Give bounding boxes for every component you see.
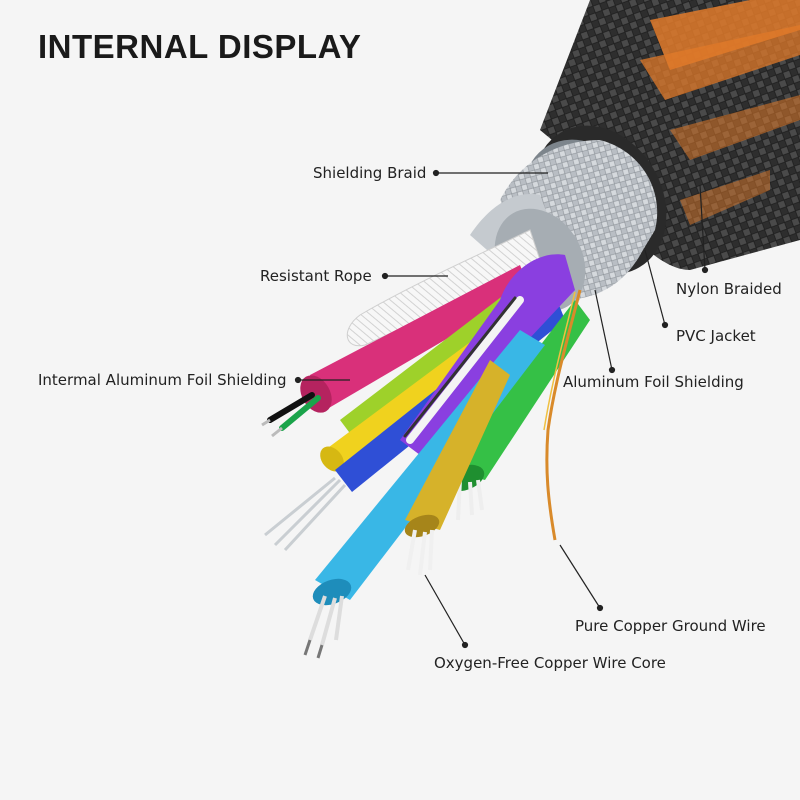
page-title: INTERNAL DISPLAY bbox=[38, 28, 362, 65]
label-pvc-jacket: PVC Jacket bbox=[676, 327, 756, 345]
label-resistant-rope: Resistant Rope bbox=[260, 267, 372, 285]
copper-ground-wire bbox=[545, 289, 582, 541]
label-shielding-braid: Shielding Braid bbox=[313, 164, 427, 182]
leader-lines bbox=[294, 169, 709, 649]
gold-shielded-pair bbox=[404, 360, 510, 576]
purple-core bbox=[400, 254, 575, 455]
label-pure-copper-ground-wire: Pure Copper Ground Wire bbox=[575, 617, 766, 635]
label-oxygen-free-copper-core: Oxygen-Free Copper Wire Core bbox=[434, 654, 666, 672]
pink-shielded-pair bbox=[261, 265, 530, 438]
label-internal-foil-shielding: Intermal Aluminum Foil Shielding bbox=[38, 371, 287, 389]
label-nylon-braided: Nylon Braided bbox=[676, 280, 782, 298]
label-aluminum-foil-shielding: Aluminum Foil Shielding bbox=[563, 373, 744, 391]
